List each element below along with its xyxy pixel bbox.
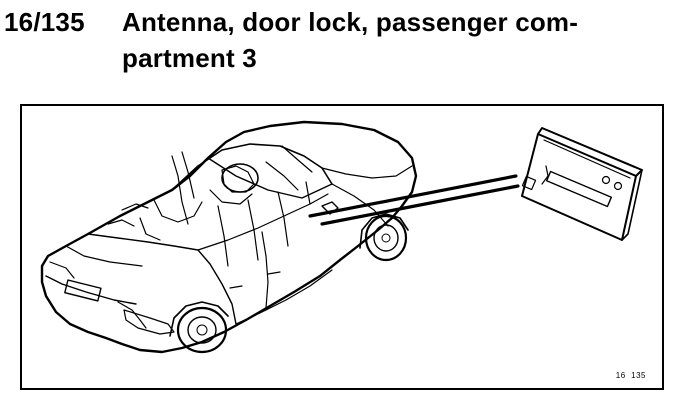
car-icon (40, 120, 418, 354)
section-title-line-1: Antenna, door lock, passenger com- (122, 7, 579, 37)
figure-frame: 16 135 (20, 104, 664, 390)
section-title-line-2: partment 3 (122, 43, 257, 73)
figure-reference: 16 135 (615, 371, 646, 380)
figure-drawing (40, 120, 643, 354)
section-heading: 16/135 Antenna, door lock, passenger com… (4, 6, 684, 80)
leader-line (308, 174, 520, 226)
section-number: 16/135 (4, 7, 85, 37)
antenna-module-icon (521, 127, 643, 241)
